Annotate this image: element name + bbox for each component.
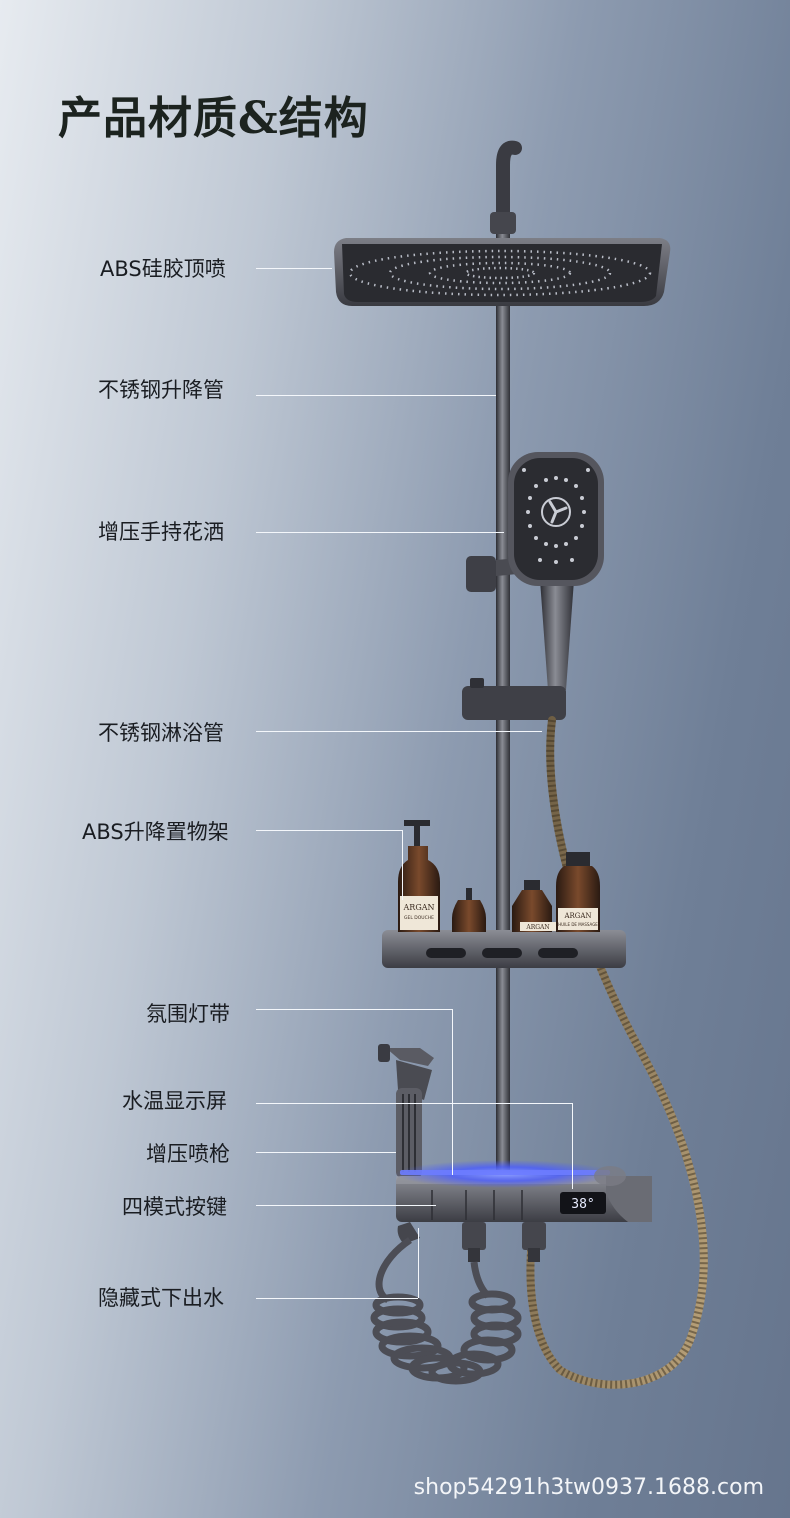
label-light-strip: 氛围灯带 bbox=[146, 1002, 230, 1026]
leader-line-outlet bbox=[256, 1298, 418, 1299]
label-shelf: ABS升降置物架 bbox=[82, 820, 229, 844]
spray-gun bbox=[378, 1044, 434, 1178]
leader-line-buttons bbox=[256, 1205, 436, 1206]
leader-line-light-strip bbox=[256, 1009, 452, 1010]
label-spray-gun: 增压喷枪 bbox=[146, 1142, 230, 1166]
leader-line-shower-pipe bbox=[256, 731, 542, 732]
label-lift-pipe: 不锈钢升降管 bbox=[98, 378, 224, 402]
leader-line-temp-display bbox=[256, 1103, 572, 1104]
bottle-small: ARGAN bbox=[452, 880, 556, 932]
svg-text:ARGAN: ARGAN bbox=[525, 924, 549, 931]
bottle-large: ARGAN GEL DOUCHE bbox=[398, 820, 440, 932]
slide-bracket bbox=[462, 678, 566, 720]
temperature-readout: 38° bbox=[571, 1197, 594, 1212]
hidden-outlets bbox=[397, 1222, 546, 1262]
leader-line-spray-gun bbox=[256, 1152, 396, 1153]
bottle-right: ARGAN HUILE DE MASSAGE bbox=[556, 852, 600, 932]
label-buttons: 四模式按键 bbox=[122, 1195, 227, 1219]
bottle-brand-label: ARGAN bbox=[403, 903, 435, 912]
gooseneck-arm bbox=[496, 140, 522, 232]
temperature-display-screen bbox=[560, 1192, 606, 1214]
shop-watermark: shop54291h3tw0937.1688.com bbox=[413, 1475, 764, 1500]
handheld-shower bbox=[466, 452, 604, 690]
shelf-tray bbox=[382, 930, 626, 968]
label-handheld: 增压手持花洒 bbox=[98, 520, 224, 544]
label-top-shower: ABS硅胶顶喷 bbox=[100, 257, 226, 281]
svg-text:HUILE DE MASSAGE: HUILE DE MASSAGE bbox=[558, 922, 598, 927]
leader-line-top-shower bbox=[256, 268, 332, 269]
label-shower-pipe: 不锈钢淋浴管 bbox=[98, 721, 224, 745]
label-temp-display: 水温显示屏 bbox=[122, 1089, 227, 1113]
thermostat-valve: 38° bbox=[395, 1160, 652, 1222]
leader-line-lift-pipe bbox=[256, 395, 496, 396]
label-outlet: 隐藏式下出水 bbox=[98, 1286, 224, 1310]
top-shower-head bbox=[334, 238, 671, 306]
svg-text:ARGAN: ARGAN bbox=[563, 912, 591, 920]
leader-line-shelf bbox=[256, 830, 402, 831]
leader-line-handheld bbox=[256, 532, 504, 533]
page-title: 产品材质&结构 bbox=[58, 93, 369, 144]
spring-hose bbox=[370, 1237, 522, 1385]
svg-text:GEL DOUCHE: GEL DOUCHE bbox=[404, 915, 434, 921]
